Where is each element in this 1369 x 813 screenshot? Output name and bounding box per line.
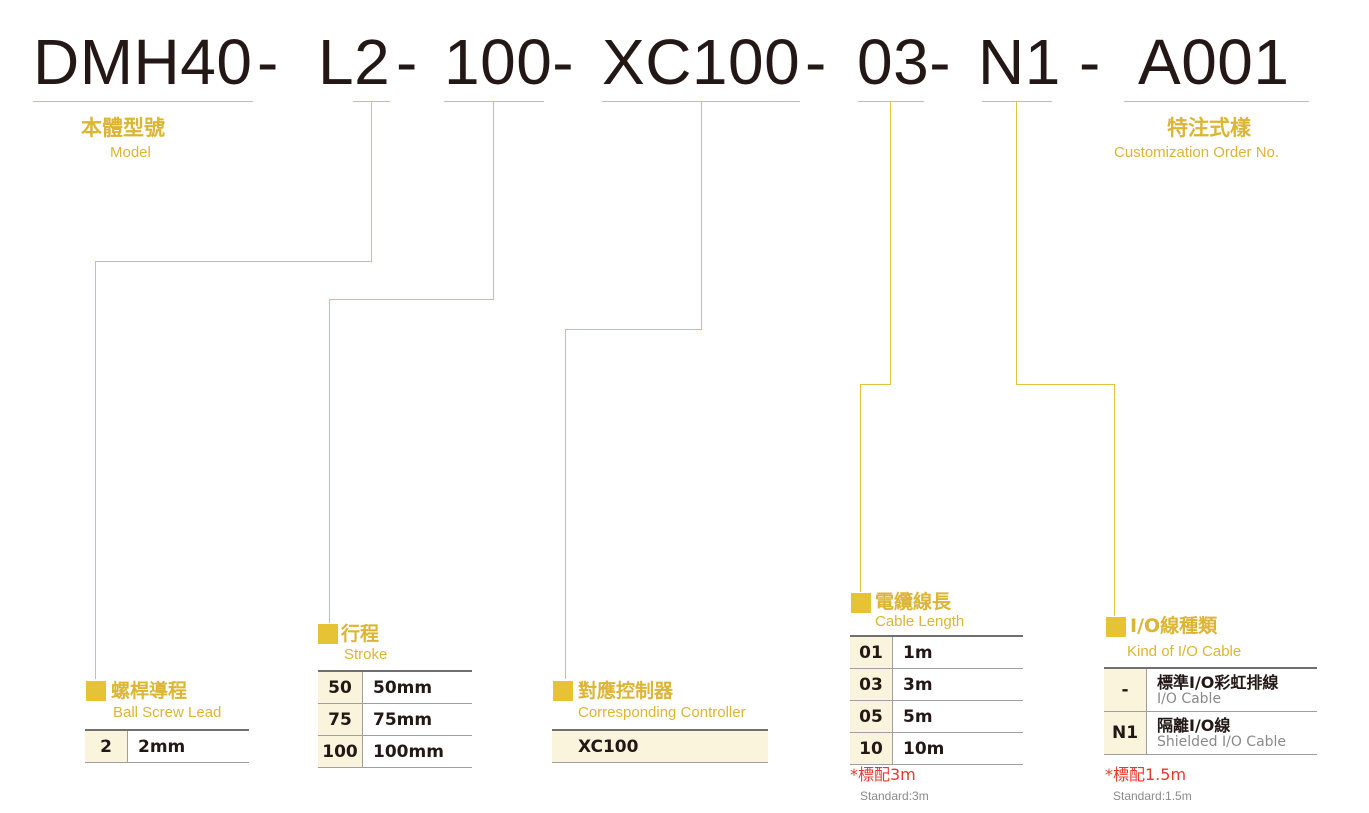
code-lead: L2 [318,26,391,98]
stroke-table: 50 50mm 75 75mm 100 100mm [318,670,472,768]
table-row: 01 1m [850,635,1023,669]
option-code: 10 [850,732,893,765]
option-value: 2mm [127,729,249,763]
option-value: 100mm [362,735,472,768]
option-value-en: Shielded I/O Cable [1157,734,1287,750]
cable-length-table: 01 1m 03 3m 05 5m 10 10m [850,635,1023,765]
code-dash: - [396,26,418,98]
option-code: - [1104,667,1147,712]
table-row: XC100 [552,729,768,763]
marker-square [1106,617,1126,637]
option-value: 75mm [362,703,472,736]
code-custom: A001 [1138,26,1290,98]
ball-screw-table: 2 2mm [85,729,249,763]
controller-table: XC100 [552,729,768,763]
option-code: 05 [850,700,893,733]
cable-length-title-en: Cable Length [875,613,965,630]
connector-stroke [329,299,494,300]
code-cable-length: 03- [857,26,951,98]
controller-title-en: Corresponding Controller [578,704,746,721]
option-code: N1 [1104,711,1147,755]
code-stroke: 100- [444,26,575,98]
code-model: DMH40 [33,26,253,98]
table-row: 03 3m [850,668,1023,701]
option-value: 3m [892,668,1023,701]
model-label-zh: 本體型號 [81,116,165,140]
option-value: 隔離I/O線 [1157,716,1231,735]
table-row: - 標準I/O彩虹排線 I/O Cable [1104,667,1317,712]
cable-length-note-en: Standard:3m [860,789,929,803]
io-cable-title-en: Kind of I/O Cable [1127,643,1242,660]
connector-cable-length [860,384,891,385]
option-code: 01 [850,635,893,669]
connector-io-cable [1114,384,1115,616]
stroke-title-zh: 行程 [341,623,380,645]
code-controller: XC100 [602,26,801,98]
marker-square [851,593,871,613]
underline-model [33,101,253,102]
marker-square [318,624,338,644]
table-row: 100 100mm [318,735,472,768]
option-value: XC100 [552,729,768,763]
option-code: 03 [850,668,893,701]
option-value: 標準I/O彩虹排線 [1157,673,1279,692]
code-dash: - [805,26,827,98]
code-io-cable: N1 [978,26,1061,98]
stroke-title-en: Stroke [344,646,388,663]
connector-lead [371,101,372,261]
io-cable-table: - 標準I/O彩虹排線 I/O Cable N1 隔離I/O線 Shielded… [1104,667,1317,755]
cable-length-title-zh: 電纜線長 [875,591,952,613]
custom-label-zh: 特注式樣 [1167,116,1251,140]
table-row: 50 50mm [318,670,472,704]
connector-lead [95,261,372,262]
io-cable-note-en: Standard:1.5m [1113,789,1192,803]
connector-controller [565,329,702,330]
option-value: 10m [892,732,1023,765]
option-value: 50mm [362,670,472,704]
connector-controller [565,329,566,679]
custom-label-en: Customization Order No. [1114,144,1280,161]
table-row: 05 5m [850,700,1023,733]
marker-square [553,681,573,701]
code-dash: - [257,26,279,98]
connector-io-cable [1016,101,1017,384]
option-code: 50 [318,670,363,704]
cable-length-note: *標配3m [850,765,916,784]
connector-stroke [329,299,330,623]
io-cable-note: *標配1.5m [1105,765,1187,784]
table-row: 2 2mm [85,729,249,763]
code-dash: - [1079,26,1101,98]
controller-title-zh: 對應控制器 [578,680,674,702]
connector-cable-length [860,384,861,592]
table-row: N1 隔離I/O線 Shielded I/O Cable [1104,711,1317,755]
connector-controller [701,101,702,329]
underline-cable-length [858,101,924,102]
io-cable-title-zh: I/O線種類 [1130,615,1218,637]
option-code: 100 [318,735,363,768]
ball-screw-title-en: Ball Screw Lead [113,704,222,721]
connector-stroke [493,101,494,299]
option-code: 2 [85,729,128,763]
option-value: 5m [892,700,1023,733]
model-label-en: Model [110,144,151,161]
option-value: 1m [892,635,1023,669]
option-code: 75 [318,703,363,736]
underline-custom [1124,101,1309,102]
option-value-en: I/O Cable [1157,691,1222,707]
underline-io-cable [982,101,1052,102]
table-row: 10 10m [850,732,1023,765]
connector-cable-length [890,101,891,384]
connector-lead [95,261,96,679]
connector-io-cable [1016,384,1114,385]
table-row: 75 75mm [318,703,472,736]
underline-stroke [444,101,544,102]
ball-screw-title-zh: 螺桿導程 [111,680,188,702]
marker-square [86,681,106,701]
